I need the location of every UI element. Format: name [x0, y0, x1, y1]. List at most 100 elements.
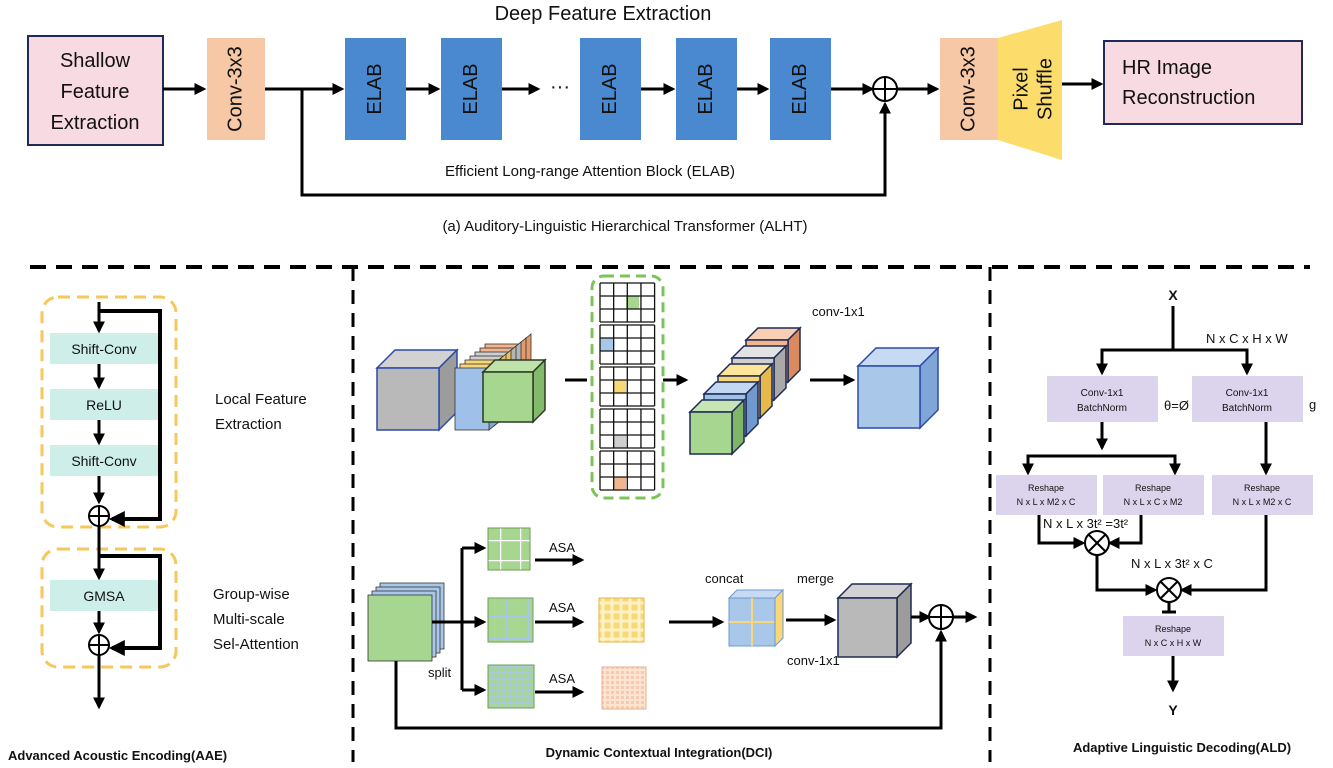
dci-green-stack-front — [482, 371, 534, 423]
ald-reshape-3-a: Reshape — [1244, 483, 1280, 493]
ald-reshape-1 — [996, 475, 1097, 515]
ald-reshape-out-a: Reshape — [1155, 624, 1191, 634]
ald-footer: Adaptive Linguistic Decoding(ALD) — [1073, 740, 1291, 755]
shallow-line-2: Feature — [61, 81, 130, 103]
ald-split-left — [1096, 348, 1173, 376]
dci-stack-cube-4-front — [689, 411, 733, 455]
ald-mult-label-1: N x L x 3t² =3t² — [1043, 516, 1129, 531]
hr-box — [1103, 40, 1303, 125]
dci-split-layer-0 — [367, 594, 433, 662]
ald-x: X — [1168, 287, 1178, 303]
shallow-line-3: Extraction — [51, 112, 140, 134]
ald-reshape-1-b: N x L x M2 x C — [1017, 497, 1076, 507]
dci-residual — [394, 629, 947, 730]
ald-split-right — [1173, 348, 1253, 376]
relu-label: ReLU — [86, 397, 122, 413]
ald-conv-right — [1192, 376, 1303, 422]
ald-mult-label-2: N x L x 3t² x C — [1131, 556, 1213, 571]
shift-conv-1-label: Shift-Conv — [71, 341, 136, 357]
group-label-1: Group-wise — [213, 586, 290, 603]
dci-asa-1: ASA — [549, 540, 575, 555]
gmsa-box — [50, 580, 158, 611]
dci-grid-cell-4 — [613, 477, 626, 490]
skip-connection — [300, 89, 891, 197]
ald-reshape-1-a: Reshape — [1028, 483, 1064, 493]
aae-dashed-bottom — [40, 547, 178, 669]
dci-input-cube-front — [376, 367, 440, 431]
section-a-caption: (a) Auditory-Linguistic Hierarchical Tra… — [442, 218, 807, 235]
ald-m1-left — [1037, 515, 1086, 549]
shallow-line-1: Shallow — [60, 50, 131, 72]
ald-conv-right-2: BatchNorm — [1222, 403, 1272, 414]
ald-m2-left — [1095, 555, 1158, 596]
elab-label-5: ELAB — [789, 63, 811, 114]
dci-grid-cell-1 — [600, 338, 613, 351]
ald-reshape-2-b: N x L x C x M2 — [1124, 497, 1183, 507]
dci-grid-cell-3 — [613, 435, 626, 448]
deep-feature-title: Deep Feature Extraction — [495, 3, 712, 25]
elab-dots: ··· — [550, 76, 570, 98]
ald-conv-left — [1047, 376, 1158, 422]
dci-merge-cube-side — [896, 582, 912, 659]
ald-m2-right — [1179, 515, 1268, 596]
aae-footer: Advanced Acoustic Encoding(AAE) — [8, 748, 227, 763]
dci-grid-cell-0 — [626, 296, 639, 309]
shallow-feature-box — [27, 35, 164, 146]
dci-merge-cube — [836, 582, 913, 659]
pixel-shuffle-shape — [998, 20, 1062, 160]
conv-last-label: Conv-3x3 — [957, 46, 979, 132]
section-a: Deep Feature Extraction Shallow Feature … — [27, 3, 1303, 235]
elab-block-2 — [441, 38, 502, 140]
ald-reshape-out — [1123, 616, 1224, 656]
elab-label-2: ELAB — [460, 63, 482, 114]
dci-patch-yellow — [598, 597, 645, 643]
dci-patch-peach — [601, 666, 647, 710]
ald-mult-2-x2 — [1160, 581, 1178, 599]
relu-box — [50, 389, 158, 420]
dci-merge-cube-front — [837, 597, 898, 658]
dci-asa-2: ASA — [549, 600, 575, 615]
dci-output-cube-front — [857, 365, 921, 429]
aae-skip-2 — [99, 554, 162, 656]
dci-patch-big — [487, 527, 531, 571]
elab-block-1 — [345, 38, 406, 140]
dci-footer: Dynamic Contextual Integration(DCI) — [546, 745, 773, 760]
conv-first-box — [207, 38, 265, 140]
dci-concat: concat — [705, 571, 744, 586]
ald-conv-left-2: BatchNorm — [1077, 403, 1127, 414]
shift-conv-2-box — [50, 445, 158, 476]
pixel-label: Pixel — [1010, 67, 1032, 110]
dci-output-cube — [856, 346, 940, 430]
ald-conv-right-1: Conv-1x1 — [1226, 388, 1269, 399]
dci-conv-bottom: conv-1x1 — [787, 653, 840, 668]
shuffle-label: Shuffle — [1034, 58, 1056, 120]
group-label-3: Sel-Attention — [213, 636, 299, 653]
dci-concat-top — [727, 589, 785, 599]
ald-left-fork-l — [1022, 454, 1102, 476]
ald-m1-right — [1107, 515, 1143, 549]
ald-reshape-2 — [1103, 475, 1204, 515]
conv-first-label: Conv-3x3 — [224, 46, 246, 132]
dci-panel: conv-1x1 ASA ASA ASA split concat merge … — [367, 274, 978, 760]
aae-skip-1 — [99, 309, 162, 527]
dci-stack-cube-4 — [688, 398, 746, 456]
gmsa-label: GMSA — [83, 588, 125, 604]
ald-shape-in: N x C x H x W — [1206, 331, 1288, 346]
elab-block-4 — [676, 38, 737, 140]
elab-label-3: ELAB — [599, 63, 621, 114]
ald-reshape-out-b: N x C x H x W — [1145, 638, 1202, 648]
ald-conv-left-1: Conv-1x1 — [1081, 388, 1124, 399]
ald-left-fork-r — [1102, 454, 1181, 476]
dci-asa-3: ASA — [549, 671, 575, 686]
elab-block-3 — [580, 38, 641, 140]
ald-y: Y — [1168, 702, 1178, 718]
local-label-2: Extraction — [215, 416, 282, 433]
dci-merge: merge — [797, 571, 834, 586]
dci-green-stack-side — [532, 358, 546, 424]
dci-conv-top: conv-1x1 — [812, 304, 865, 319]
dci-grid-cell-2 — [613, 380, 626, 393]
elab-block-5 — [770, 38, 831, 140]
